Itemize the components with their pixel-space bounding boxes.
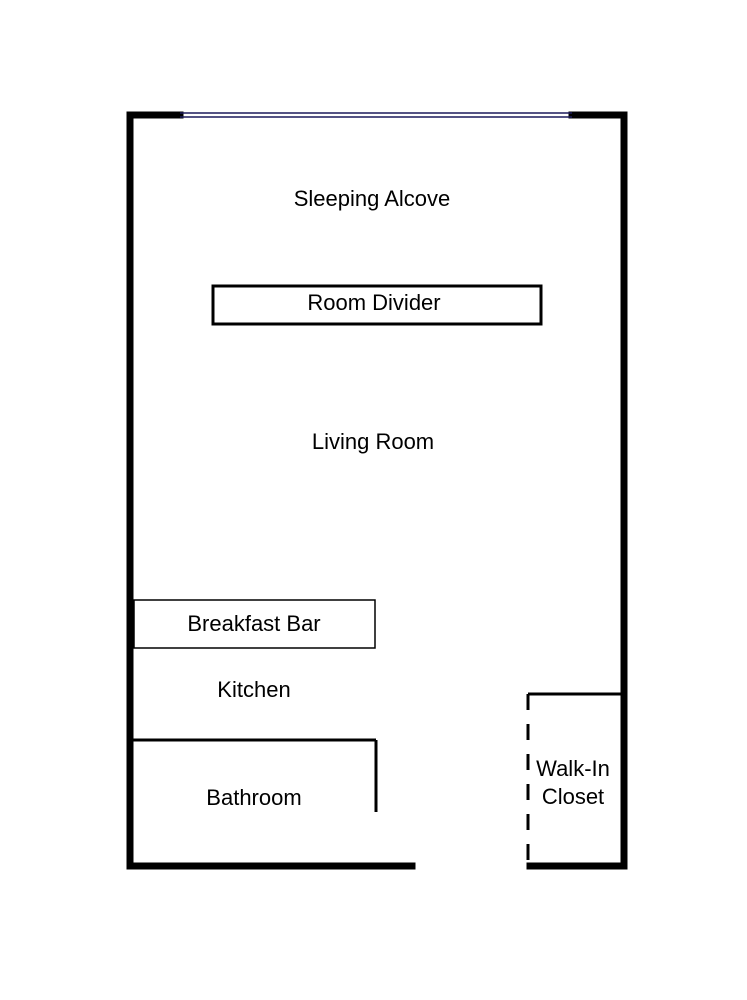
room-divider-box (211, 284, 543, 326)
breakfast-bar-label: Breakfast Bar (187, 611, 320, 636)
breakfast-bar-box (133, 599, 376, 649)
kitchen-label: Kitchen (217, 677, 290, 702)
closet-label-line1: Walk-In (536, 756, 610, 781)
window (180, 112, 572, 118)
room-divider-label: Room Divider (307, 290, 440, 315)
living-room-label: Living Room (312, 429, 434, 454)
bathroom-label: Bathroom (206, 785, 301, 810)
outer-walls (126, 111, 628, 870)
closet-label-line2: Closet (542, 784, 604, 809)
closet-walls (526, 692, 622, 866)
bathroom-walls (133, 738, 378, 812)
sleeping-alcove-label: Sleeping Alcove (294, 186, 451, 211)
